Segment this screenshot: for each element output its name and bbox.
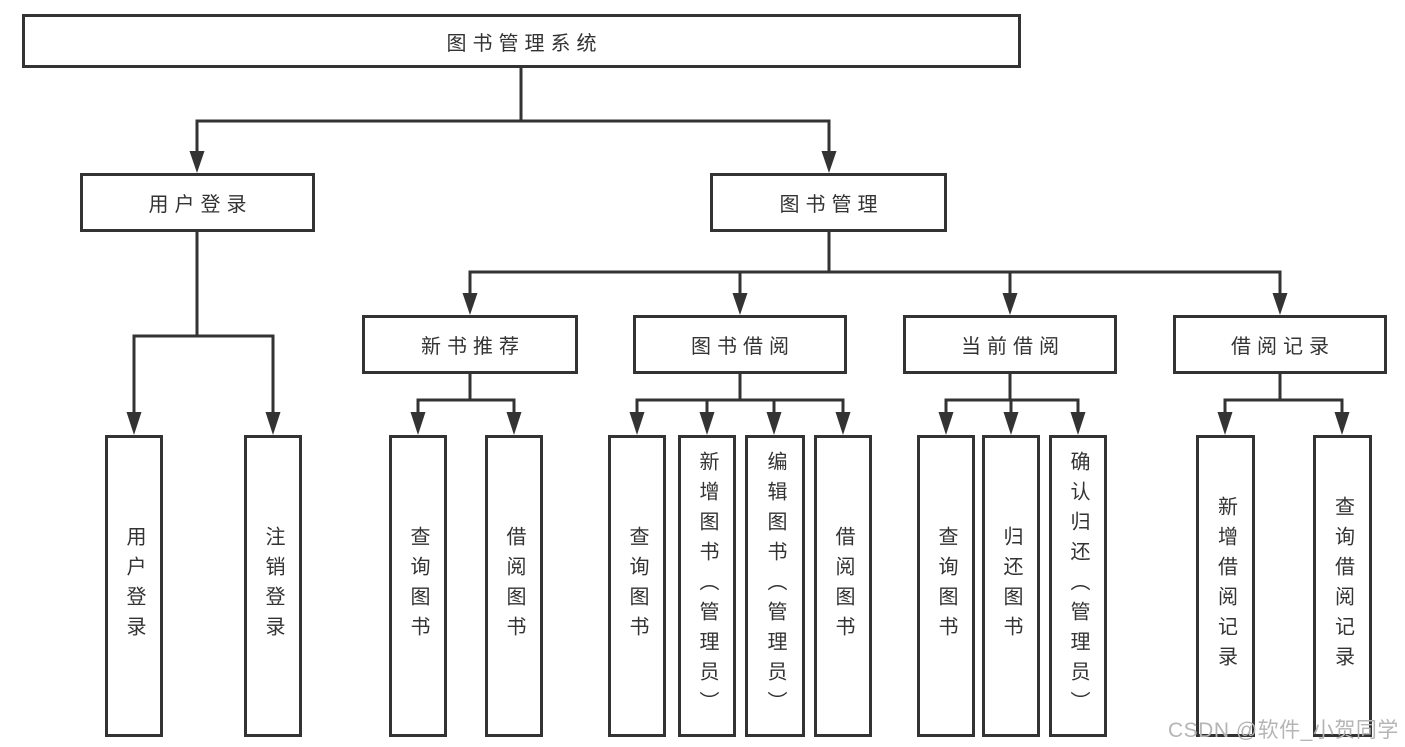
node-return-book: 归还图书 bbox=[982, 435, 1040, 737]
node-root-system: 图书管理系统 bbox=[22, 14, 1021, 68]
node-query-books-2: 查询图书 bbox=[608, 435, 666, 737]
node-user-login: 用户登录 bbox=[105, 435, 163, 737]
node-label: 借阅图书 bbox=[503, 526, 525, 646]
node-label: 归还图书 bbox=[1000, 526, 1022, 646]
node-label: 查询图书 bbox=[626, 526, 648, 646]
node-label: 注销登录 bbox=[262, 526, 284, 646]
node-label: 查询图书 bbox=[407, 526, 429, 646]
node-new-book-recommend: 新书推荐 bbox=[362, 315, 578, 374]
node-add-book-admin: 新增图书（管理员） bbox=[678, 435, 736, 737]
node-label: 编辑图书（管理员） bbox=[764, 451, 786, 721]
node-label: 借阅图书 bbox=[832, 526, 854, 646]
node-add-borrow-record: 新增借阅记录 bbox=[1196, 435, 1255, 737]
node-query-books-1: 查询图书 bbox=[389, 435, 447, 737]
node-query-borrow-record: 查询借阅记录 bbox=[1313, 435, 1372, 737]
node-book-management-branch: 图书管理 bbox=[710, 173, 947, 232]
node-label: 查询借阅记录 bbox=[1331, 496, 1354, 676]
node-query-books-3: 查询图书 bbox=[917, 435, 975, 737]
node-edit-book-admin: 编辑图书（管理员） bbox=[745, 435, 805, 737]
watermark: CSDN @软件_小贺同学 bbox=[1168, 719, 1399, 742]
node-borrow-books-1: 借阅图书 bbox=[485, 435, 543, 737]
node-label: 新增借阅记录 bbox=[1214, 496, 1237, 676]
node-borrow-books-2: 借阅图书 bbox=[814, 435, 872, 737]
node-label: 查询图书 bbox=[935, 526, 957, 646]
node-label: 确认归还（管理员） bbox=[1067, 451, 1089, 721]
node-current-borrowing: 当前借阅 bbox=[903, 315, 1117, 374]
node-logout: 注销登录 bbox=[244, 435, 302, 737]
node-confirm-return-admin: 确认归还（管理员） bbox=[1049, 435, 1107, 737]
node-borrowing-records: 借阅记录 bbox=[1173, 315, 1387, 374]
node-label: 用户登录 bbox=[123, 526, 145, 646]
node-book-borrowing: 图书借阅 bbox=[633, 315, 847, 374]
node-user-login-branch: 用户登录 bbox=[80, 173, 315, 232]
node-label: 新增图书（管理员） bbox=[696, 451, 718, 721]
